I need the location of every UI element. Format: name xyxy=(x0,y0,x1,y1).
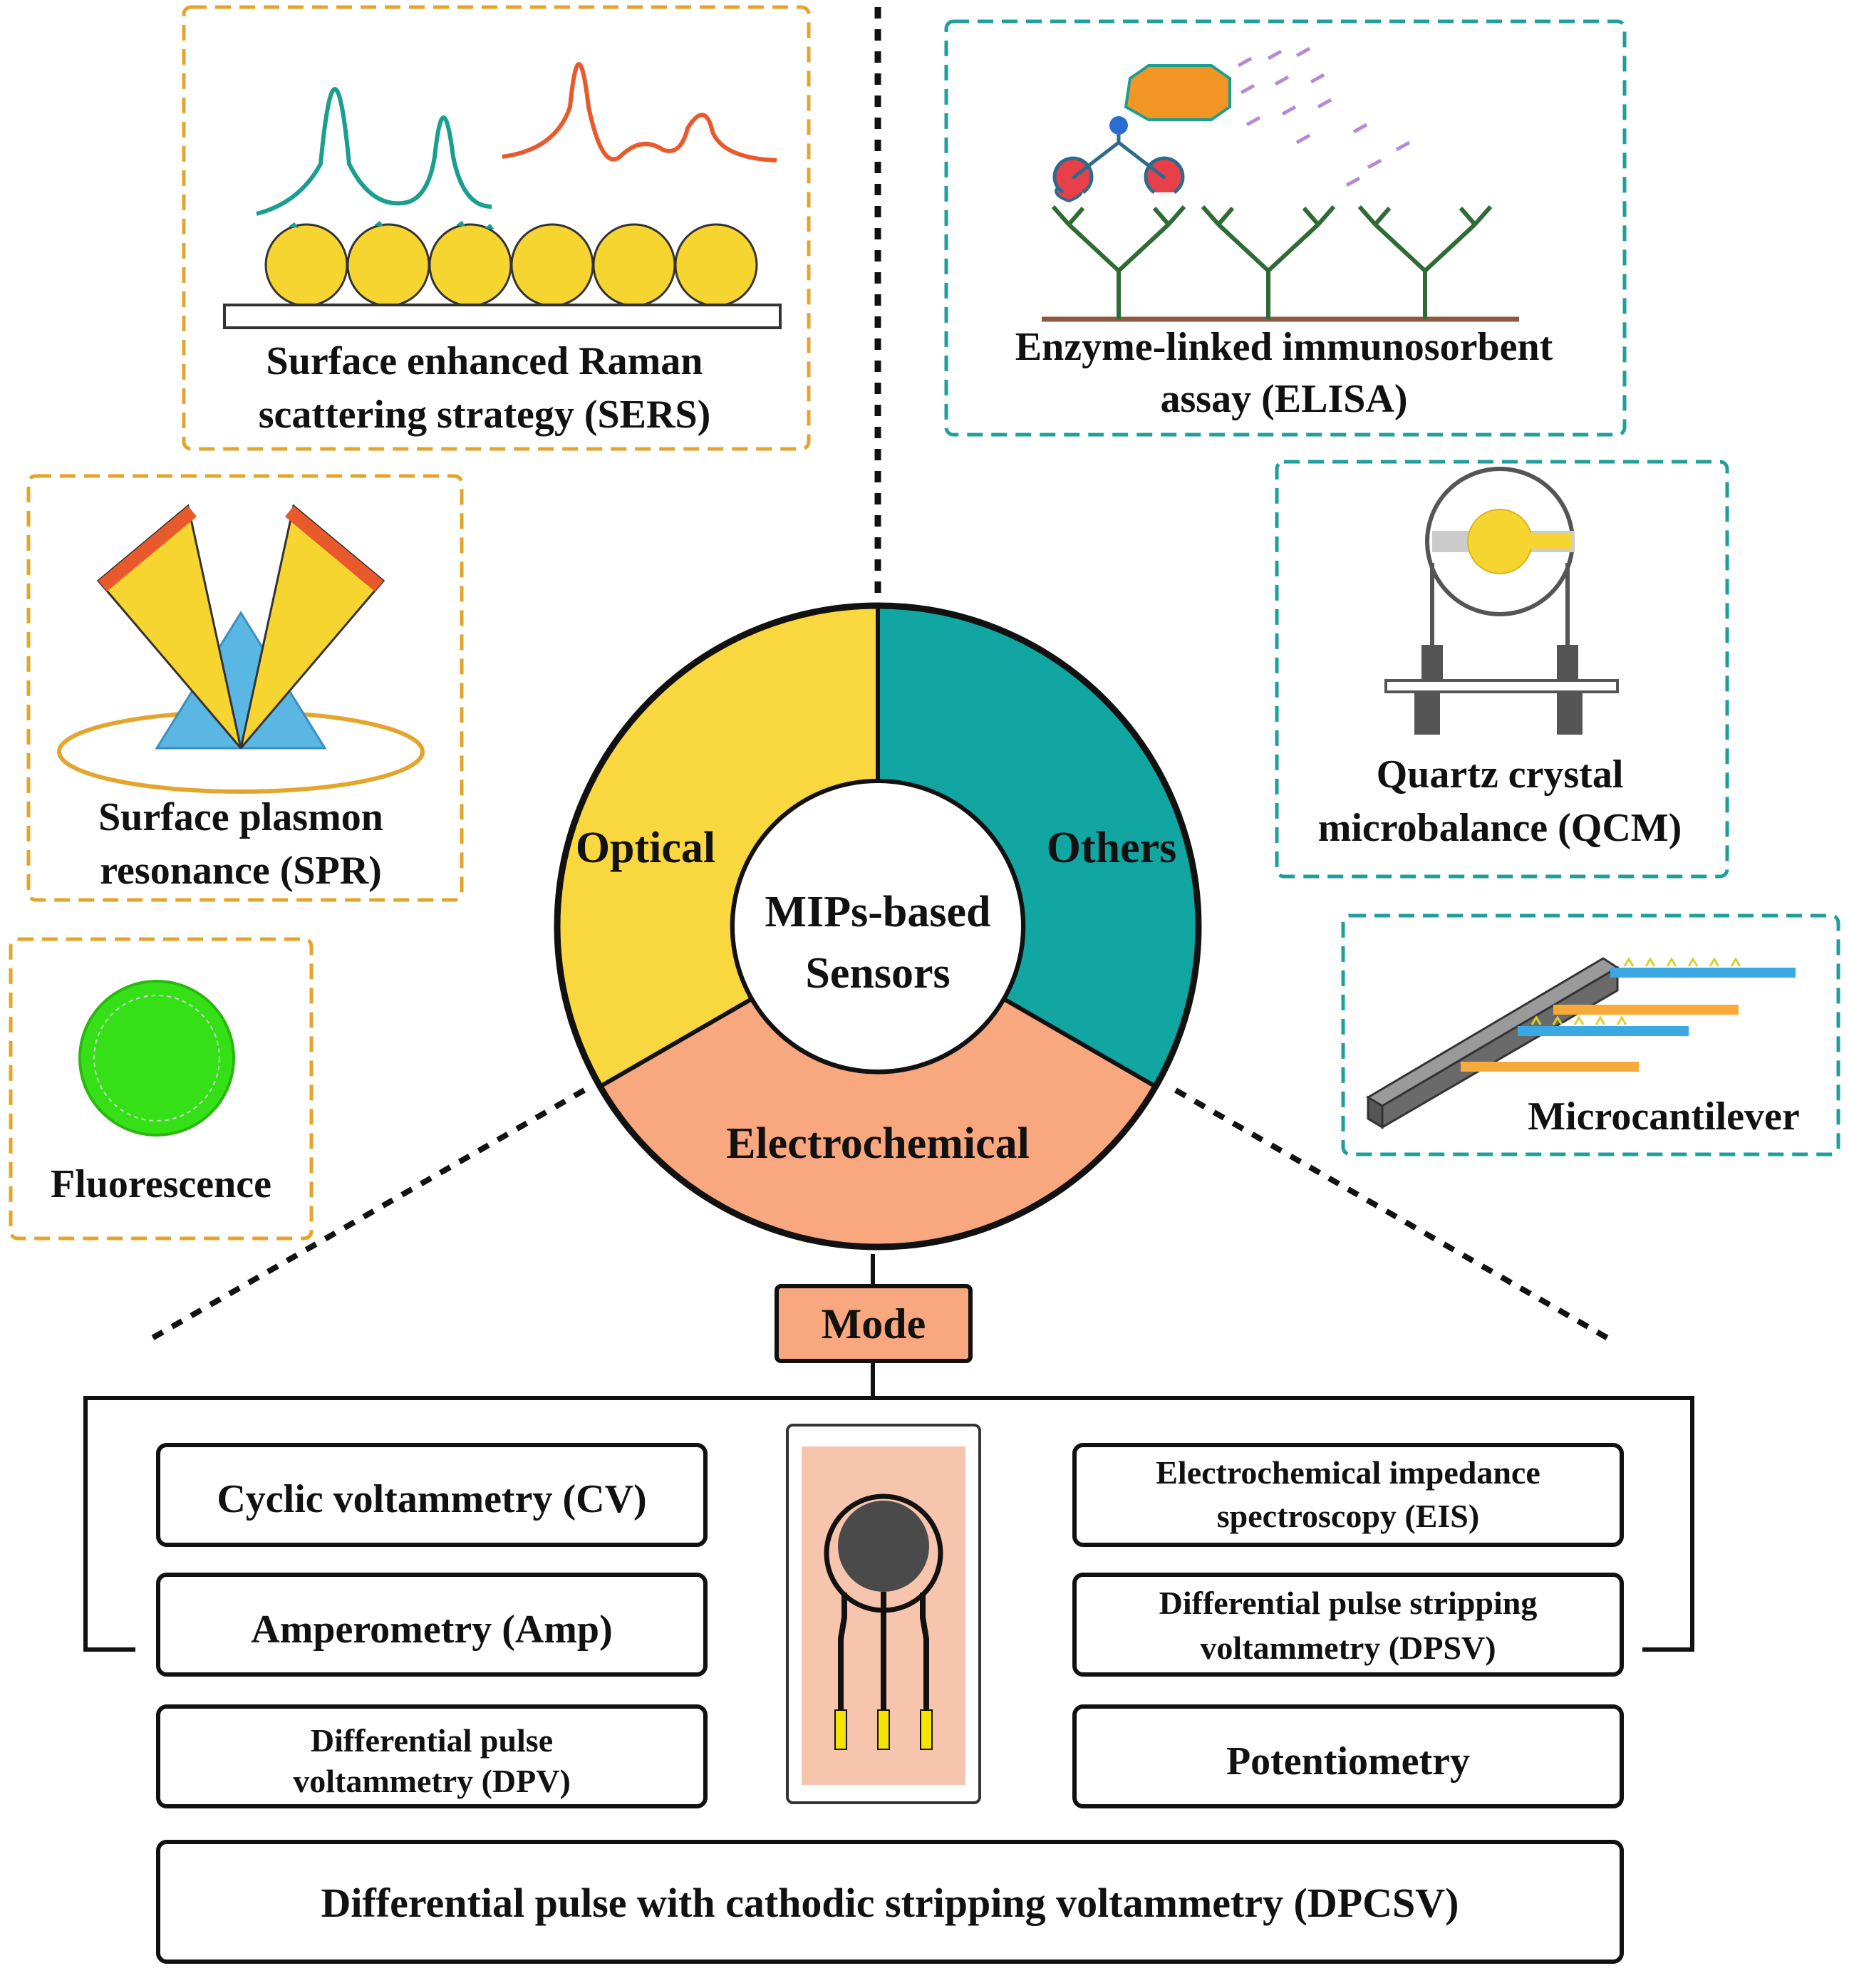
mode-dpsv: Differential pulse stripping voltammetry… xyxy=(1072,1573,1624,1677)
left-diagonal-dotted-connector xyxy=(148,1087,586,1342)
center-title-line1: MIPs-based xyxy=(765,888,991,936)
donut-center-hole xyxy=(730,779,1025,1074)
mode-dpv-label-line1: Differential pulse xyxy=(311,1722,553,1759)
screen-printed-electrode-icon xyxy=(786,1424,981,1804)
segment-label-others: Others xyxy=(1047,824,1177,872)
sensor-donut-chart: MIPs-based Sensors Optical Others Electr… xyxy=(554,602,1202,1251)
qcm-title-line2: microbalance (QCM) xyxy=(1318,806,1682,850)
mode-potentiometry: Potentiometry xyxy=(1072,1704,1624,1808)
mode-label: Mode xyxy=(822,1300,926,1347)
donut-outer-rim xyxy=(554,602,1202,1251)
qcm-title-line1: Quartz crystal xyxy=(1377,752,1624,797)
mode-label-box: Mode xyxy=(775,1284,973,1363)
fluorescence-particle-icon xyxy=(78,980,235,1137)
microcantilever-icon xyxy=(1366,957,1796,1129)
mode-dpv: Differential pulse voltammetry (DPV) xyxy=(156,1704,708,1808)
sers-frame xyxy=(182,5,811,451)
right-diagonal-dotted-connector xyxy=(1174,1087,1612,1342)
spr-prism-icon xyxy=(57,504,425,794)
elisa-title-line2: assay (ELISA) xyxy=(1161,377,1408,421)
microcantilever-panel: Microcantilever xyxy=(1341,913,1840,1156)
sers-title-line1: Surface enhanced Raman xyxy=(266,339,703,383)
sers-panel: Surface enhanced Raman scattering strate… xyxy=(182,5,811,451)
mode-eis-label-line2: spectroscopy (EIS) xyxy=(1217,1498,1479,1534)
mode-cv: Cyclic voltammetry (CV) xyxy=(156,1443,708,1547)
mode-dpv-label-line2: voltammetry (DPV) xyxy=(293,1763,571,1799)
mode-amp-label: Amperometry (Amp) xyxy=(251,1608,612,1652)
mode-eis-label-line1: Electrochemical impedance xyxy=(1156,1454,1540,1491)
sers-title-line2: scattering strategy (SERS) xyxy=(259,393,711,437)
center-title-line2: Sensors xyxy=(805,949,950,998)
elisa-frame xyxy=(944,19,1627,437)
fluorescence-title: Fluorescence xyxy=(51,1162,271,1206)
fluorescence-panel: Fluorescence xyxy=(9,937,314,1241)
spr-title-line1: Surface plasmon xyxy=(98,795,383,839)
microcantilever-title: Microcantilever xyxy=(1528,1094,1799,1139)
fluorescence-inner-ring xyxy=(93,995,220,1122)
mode-dpsv-label-line1: Differential pulse stripping xyxy=(1159,1585,1538,1621)
fluorescence-frame xyxy=(9,937,314,1241)
mode-dpcsv: Differential pulse with cathodic strippi… xyxy=(156,1840,1624,1964)
raman-spectrum-icon xyxy=(256,62,777,216)
spr-frame xyxy=(26,474,464,902)
mode-cv-label: Cyclic voltammetry (CV) xyxy=(217,1477,646,1521)
elisa-antibody-icon xyxy=(1042,46,1519,322)
elisa-title-line1: Enzyme-linked immunosorbent xyxy=(1015,325,1553,369)
mode-potentiometry-label: Potentiometry xyxy=(1226,1739,1470,1783)
spr-panel: Surface plasmon resonance (SPR) xyxy=(26,474,464,902)
mode-dpsv-label-line2: voltammetry (DPSV) xyxy=(1200,1630,1496,1666)
qcm-frame xyxy=(1275,460,1729,879)
segment-label-optical: Optical xyxy=(576,824,715,872)
mode-bracket xyxy=(83,1396,1694,1652)
spr-title-line2: resonance (SPR) xyxy=(100,849,382,893)
elisa-panel: Enzyme-linked immunosorbent assay (ELISA… xyxy=(944,19,1627,437)
segment-label-electrochemical: Electrochemical xyxy=(726,1119,1030,1168)
mode-eis: Electrochemical impedance spectroscopy (… xyxy=(1072,1443,1624,1547)
quartz-crystal-icon xyxy=(1384,467,1619,735)
mode-dpcsv-label: Differential pulse with cathodic strippi… xyxy=(321,1880,1459,1926)
gold-nanoparticle-array-icon xyxy=(223,221,782,329)
mode-amp: Amperometry (Amp) xyxy=(156,1573,708,1677)
qcm-panel: Quartz crystal microbalance (QCM) xyxy=(1275,460,1729,879)
